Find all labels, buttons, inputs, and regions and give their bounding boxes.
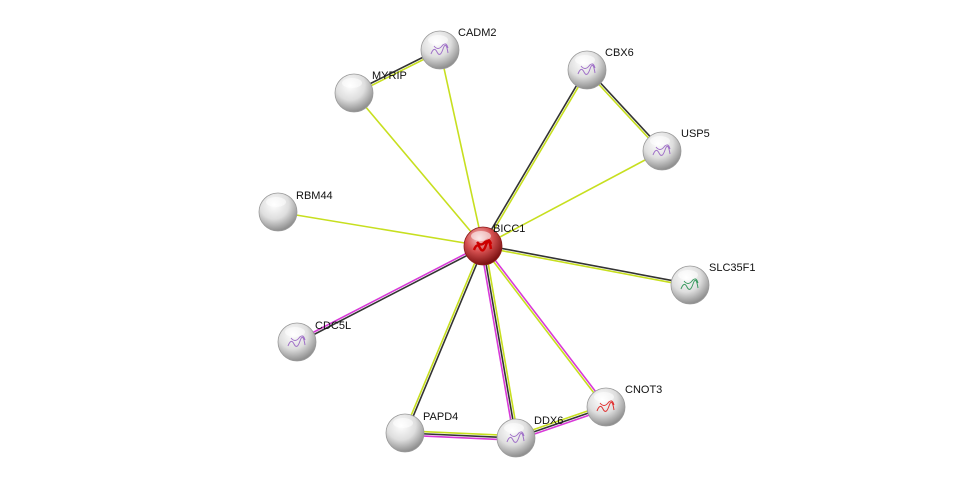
edge-evidence-coexpression	[482, 245, 517, 439]
protein-structure-icon	[430, 43, 449, 55]
protein-structure-icon	[472, 238, 493, 252]
node-label: CDC5L	[315, 320, 351, 332]
node-label: CBX6	[605, 47, 634, 59]
node-myrip[interactable]: MYRIP	[334, 70, 407, 113]
node-label: BICC1	[493, 223, 525, 235]
edge-evidence-coexpression	[483, 244, 691, 285]
protein-structure-icon	[596, 400, 615, 412]
edge-evidence-experiments	[483, 244, 608, 407]
edge-evidence-textmining	[482, 246, 690, 287]
node-label: USP5	[681, 128, 710, 140]
node-label: SLC35F1	[709, 262, 755, 274]
node-slc35f1[interactable]: SLC35F1	[670, 262, 755, 305]
node-papd4[interactable]: PAPD4	[385, 411, 458, 453]
edge-evidence-experiments	[296, 244, 483, 342]
node-highlight	[428, 35, 448, 45]
edge-evidence-textmining	[484, 245, 519, 438]
node-highlight	[266, 197, 286, 207]
edge-bicc1-slc35f1[interactable]	[482, 244, 691, 287]
node-highlight	[678, 270, 698, 280]
edge-bicc1-myrip[interactable]	[353, 92, 484, 247]
edge-evidence-experiments	[480, 246, 515, 439]
node-label: PAPD4	[423, 411, 458, 423]
node-cnot3[interactable]: CNOT3	[586, 384, 662, 427]
edge-bicc1-cbx6[interactable]	[481, 69, 589, 247]
node-bicc1[interactable]: BICC1	[463, 223, 525, 266]
edge-evidence-coexpression	[297, 246, 484, 344]
node-label: DDX6	[534, 415, 563, 427]
edge-evidence-textmining	[482, 150, 663, 247]
edge-evidence-textmining	[439, 49, 484, 247]
node-highlight	[393, 418, 413, 428]
node-label: CNOT3	[625, 384, 662, 396]
node-cbx6[interactable]: CBX6	[567, 47, 634, 90]
node-label: RBM44	[296, 190, 333, 202]
node-highlight	[285, 327, 305, 337]
edge-evidence-textmining	[483, 70, 589, 247]
edge-bicc1-ddx6[interactable]	[480, 245, 519, 439]
node-label: CADM2	[458, 27, 497, 39]
edge-evidence-textmining	[353, 92, 484, 247]
edge-evidence-coexpression	[405, 246, 485, 434]
node-label: MYRIP	[372, 70, 407, 82]
node-usp5[interactable]: USP5	[642, 128, 710, 171]
node-cdc5l[interactable]: CDC5L	[277, 320, 351, 362]
node-highlight	[342, 78, 362, 88]
edge-bicc1-rbm44[interactable]	[277, 211, 484, 247]
node-highlight	[594, 392, 614, 402]
edge-evidence-textmining	[277, 211, 484, 247]
node-highlight	[575, 55, 595, 65]
edge-bicc1-papd4[interactable]	[403, 245, 485, 434]
edge-bicc1-cnot3[interactable]	[481, 244, 608, 409]
protein-structure-icon	[680, 278, 699, 290]
protein-structure-icon	[577, 63, 596, 75]
protein-structure-icon	[287, 335, 306, 347]
node-cadm2[interactable]: CADM2	[420, 27, 497, 70]
edge-evidence-coexpression	[481, 69, 587, 246]
node-highlight	[471, 231, 491, 241]
node-ddx6[interactable]: DDX6	[496, 415, 563, 458]
node-highlight	[650, 136, 670, 146]
edge-bicc1-cdc5l[interactable]	[296, 244, 484, 344]
edge-evidence-textmining	[481, 246, 606, 409]
edge-evidence-textmining	[403, 245, 483, 433]
protein-structure-icon	[506, 431, 525, 443]
edge-bicc1-usp5[interactable]	[482, 150, 663, 247]
node-highlight	[504, 423, 524, 433]
node-rbm44[interactable]: RBM44	[258, 190, 333, 232]
protein-structure-icon	[652, 144, 671, 156]
edge-bicc1-cadm2[interactable]	[439, 49, 484, 247]
